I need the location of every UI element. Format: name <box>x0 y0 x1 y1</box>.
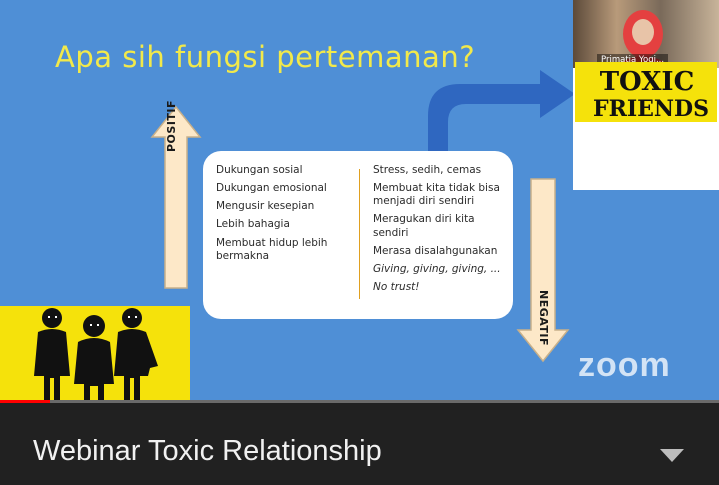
list-item: Dukungan emosional <box>216 182 327 195</box>
up-arrow-icon <box>150 105 202 289</box>
positive-list: Dukungan sosial Dukungan emosional Mengu… <box>216 164 351 268</box>
list-item: Dukungan sosial <box>216 164 303 176</box>
toxic-friends-logo: TOXIC FRIENDS <box>575 62 717 122</box>
svg-text:FRIENDS: FRIENDS <box>593 96 709 122</box>
slide-title: Apa sih fungsi pertemanan? <box>55 40 476 74</box>
video-info-bar: Webinar Toxic Relationship <box>0 403 719 485</box>
list-item: Membuat kita tidak bisa menjadi diri sen… <box>373 182 500 208</box>
list-item: Meragukan diri kita sendiri <box>373 213 475 239</box>
people-silhouette-icon <box>34 308 158 400</box>
list-item: Stress, sedih, cemas <box>373 164 482 176</box>
down-arrow-icon <box>516 178 570 363</box>
content-card: Dukungan sosial Dukungan emosional Mengu… <box>203 151 513 319</box>
list-item: Membuat hidup lebih bermakna <box>216 236 328 262</box>
list-item: Mengusir kesepian <box>216 200 315 213</box>
zoom-watermark: zoom <box>578 346 671 384</box>
negative-list: Stress, sedih, cemas Membuat kita tidak … <box>373 164 508 299</box>
blue-curved-arrow-icon <box>428 70 575 161</box>
positive-label: POSITIF <box>165 99 178 152</box>
progress-fill <box>0 400 51 403</box>
list-item: Merasa disalahgunakan <box>373 244 498 257</box>
divider <box>359 169 360 299</box>
list-item: Giving, giving, giving, ... <box>373 262 501 275</box>
list-item: Lebih bahagia <box>216 218 290 231</box>
presentation-slide: Apa sih fungsi pertemanan? POSITIF NEGAT… <box>0 0 719 400</box>
list-item: No trust! <box>373 280 420 293</box>
video-title: Webinar Toxic Relationship <box>33 435 382 467</box>
negative-label: NEGATIF <box>537 290 550 347</box>
chevron-down-icon[interactable] <box>659 447 685 463</box>
progress-bar[interactable] <box>0 400 719 403</box>
participant-video-tile[interactable]: Primatia Yogi... TOXIC FRIENDS <box>573 0 719 190</box>
svg-text:TOXIC: TOXIC <box>600 67 695 97</box>
